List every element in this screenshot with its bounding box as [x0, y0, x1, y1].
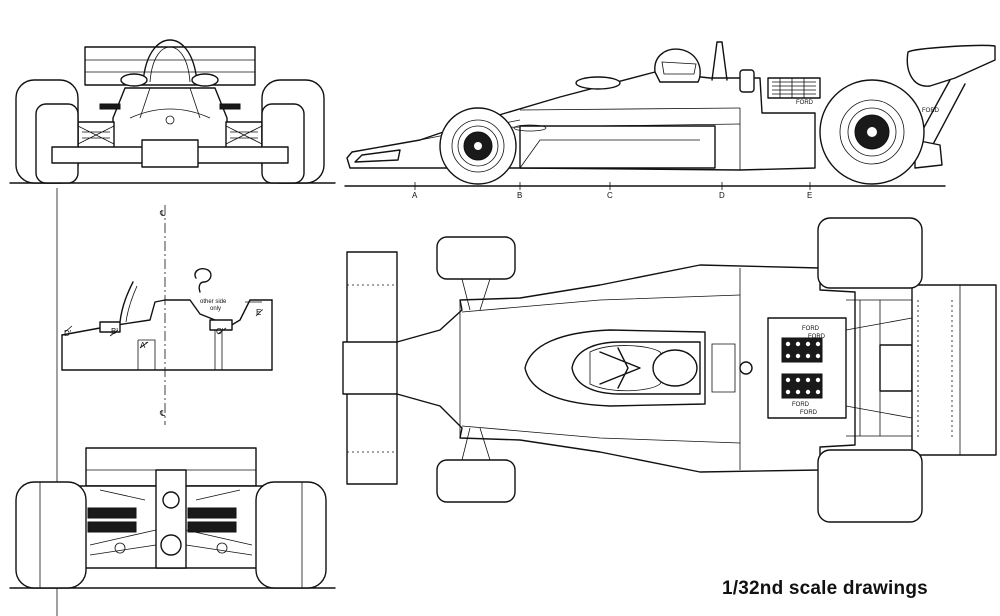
- top-cyl-bank-right: [781, 373, 823, 399]
- section-note-line2: only: [210, 306, 221, 312]
- top-ford-badge-4: FORD: [800, 410, 818, 416]
- top-helmet: [652, 349, 698, 387]
- station-label-a: A: [412, 191, 418, 200]
- centerline-mark-top: ℄: [159, 209, 166, 218]
- top-rear-wing: [911, 284, 997, 456]
- section-label-a: A': [140, 341, 147, 350]
- side-ford-badge-small: FORD: [922, 108, 940, 114]
- top-ford-badge-1: FORD: [802, 326, 820, 332]
- top-ford-badge-2: FORD: [808, 334, 826, 340]
- rear-cyl-left-2: [87, 521, 137, 533]
- station-label-e: E: [807, 191, 812, 200]
- side-rear-wing: [906, 44, 996, 87]
- section-label-b: B': [111, 327, 118, 336]
- section-label-c: C': [216, 327, 224, 336]
- station-label-c: C: [607, 191, 613, 200]
- section-note-line1: other side: [200, 299, 227, 305]
- front-roll-hoop: [142, 39, 198, 83]
- top-airbox: [739, 361, 753, 375]
- front-right-mirror: [191, 73, 219, 87]
- top-rear-left-wheel: [817, 217, 923, 289]
- rear-view: [9, 447, 336, 589]
- top-driver-harness: [599, 347, 641, 389]
- side-engine: [767, 77, 821, 99]
- station-markers: A B C D E: [412, 182, 812, 200]
- station-label-d: D: [719, 191, 725, 200]
- section-mirror-detail: [194, 268, 212, 293]
- rear-cyl-right-2: [187, 521, 237, 533]
- side-mirror: [575, 76, 621, 90]
- section-label-d: D': [64, 329, 72, 338]
- top-view: FORD FORD FORD FORD: [342, 217, 997, 523]
- front-right-vent: [219, 103, 241, 110]
- front-view: [9, 39, 336, 184]
- side-nose-wing: [354, 149, 401, 163]
- rear-left-wheel: [15, 481, 87, 589]
- side-roll-bar: [711, 41, 728, 81]
- rear-right-wheel: [255, 481, 327, 589]
- side-airbox: [739, 69, 755, 93]
- section-label-e: E': [256, 308, 263, 317]
- top-front-right-wheel: [436, 459, 516, 503]
- top-engine: [767, 317, 847, 419]
- centerline-mark-bottom: ℄: [159, 409, 166, 418]
- top-rear-right-wheel: [817, 449, 923, 523]
- top-ford-badge-3: FORD: [792, 402, 810, 408]
- top-nose-tip: [342, 341, 402, 395]
- side-ford-badge: FORD: [796, 100, 814, 106]
- station-label-b: B: [517, 191, 522, 200]
- top-front-left-wheel: [436, 236, 516, 280]
- scale-caption: 1/32nd scale drawings: [722, 578, 928, 599]
- side-helmet: [654, 48, 701, 83]
- rear-cyl-right-1: [187, 507, 237, 519]
- top-gearbox: [879, 344, 913, 392]
- section-outline-left: [61, 299, 166, 336]
- top-cyl-bank-left: [781, 337, 823, 363]
- front-left-mirror: [120, 73, 148, 87]
- rear-cyl-left-1: [87, 507, 137, 519]
- side-pod: [519, 125, 716, 169]
- front-left-vent: [99, 103, 121, 110]
- cross-sections: ℄ ℄ D' B' A' C' E' other side only: [56, 188, 273, 616]
- side-view: FORD FORD A B C D E: [344, 41, 996, 200]
- section-screen: [119, 281, 134, 323]
- front-rear-wing: [84, 46, 256, 86]
